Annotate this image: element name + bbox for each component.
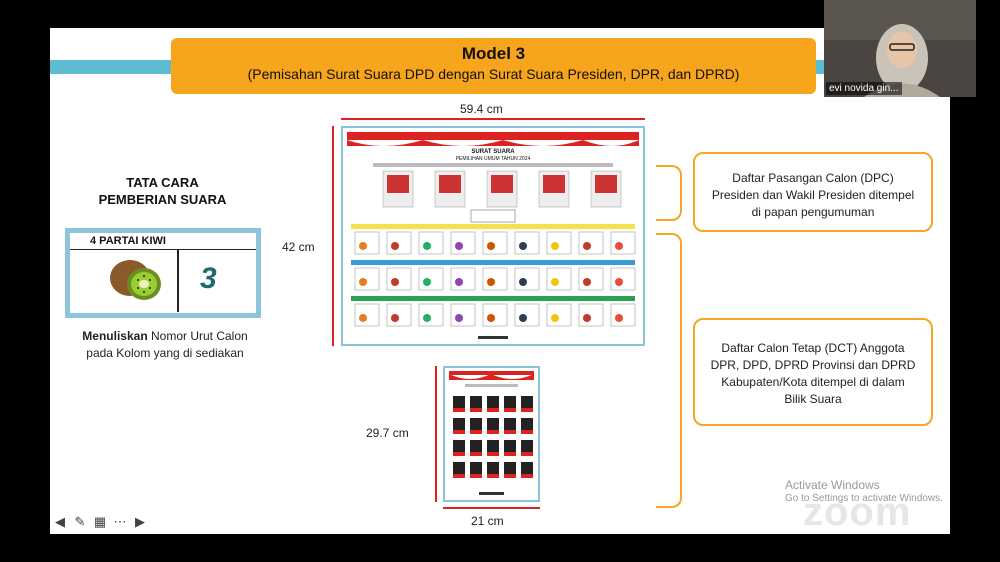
rule-bottom-small (443, 507, 540, 509)
dpc-poster: SURAT SUARA PEMILIHAN UMUM TAHUN 2024 (341, 126, 645, 346)
dct-poster-graphic (449, 371, 534, 495)
participant-name: evi novida gin... (826, 82, 902, 95)
pen-icon[interactable]: ✎ (74, 514, 86, 529)
more-icon[interactable]: ⋯ (113, 514, 127, 529)
activate-line2: Go to Settings to activate Windows. (785, 493, 943, 504)
arrow-left-icon[interactable]: ◀ (55, 514, 65, 529)
title-banner: Model 3 (Pemisahan Surat Suara DPD denga… (171, 38, 816, 94)
ballot-number: 3 (200, 262, 217, 295)
rule-left (332, 126, 334, 346)
dim-height-small: 29.7 cm (366, 426, 409, 440)
ballot-party-header: 4 PARTAI KIWI (70, 233, 256, 250)
caption-text: Nomor Urut Calon pada Kolom yang di sedi… (86, 329, 248, 360)
activate-line1: Activate Windows (785, 478, 880, 492)
kiwi-icon (110, 260, 161, 300)
slide-subtitle: (Pemisahan Surat Suara DPD dengan Surat … (247, 66, 740, 82)
dim-width-bottom: 21 cm (471, 514, 504, 528)
arrow-right-icon[interactable]: ▶ (135, 514, 145, 529)
bracket-dpc (656, 165, 682, 221)
dct-poster (443, 366, 540, 502)
note-dct: Daftar Calon Tetap (DCT) Anggota DPR, DP… (693, 318, 933, 426)
rule-top (341, 118, 645, 120)
slide-title: Model 3 (461, 44, 526, 63)
poster-subtitle: PEMILIHAN UMUM TAHUN 2024 (456, 156, 531, 162)
rule-left-small (435, 366, 437, 502)
note-dpc: Daftar Pasangan Calon (DPC) Presiden dan… (693, 152, 933, 232)
left-heading: TATA CARA PEMBERIAN SUARA (98, 175, 227, 207)
activate-windows-watermark: Activate Windows Go to Settings to activ… (785, 478, 943, 506)
ballot-caption: Menuliskan Nomor Urut Calon pada Kolom y… (80, 328, 250, 362)
shared-slide: Model 3 (Pemisahan Surat Suara DPD denga… (50, 28, 950, 534)
ballot-example: 4 PARTAI KIWI 3 (65, 228, 261, 318)
dpc-poster-graphic: SURAT SUARA PEMILIHAN UMUM TAHUN 2024 (347, 132, 639, 339)
ballot-divider (177, 250, 179, 312)
zoom-watermark: zoom (803, 490, 912, 534)
bracket-dct (656, 233, 682, 508)
dim-width-top: 59.4 cm (460, 102, 503, 116)
grid-icon[interactable]: ▦ (93, 514, 107, 529)
dim-height-big: 42 cm (282, 240, 315, 254)
presentation-toolbar: ◀ ✎ ▦ ⋯ ▶ (52, 514, 148, 530)
poster-title: SURAT SUARA (471, 149, 515, 155)
caption-bold: Menuliskan (82, 329, 148, 343)
participant-video[interactable]: evi novida gin... (824, 0, 976, 97)
